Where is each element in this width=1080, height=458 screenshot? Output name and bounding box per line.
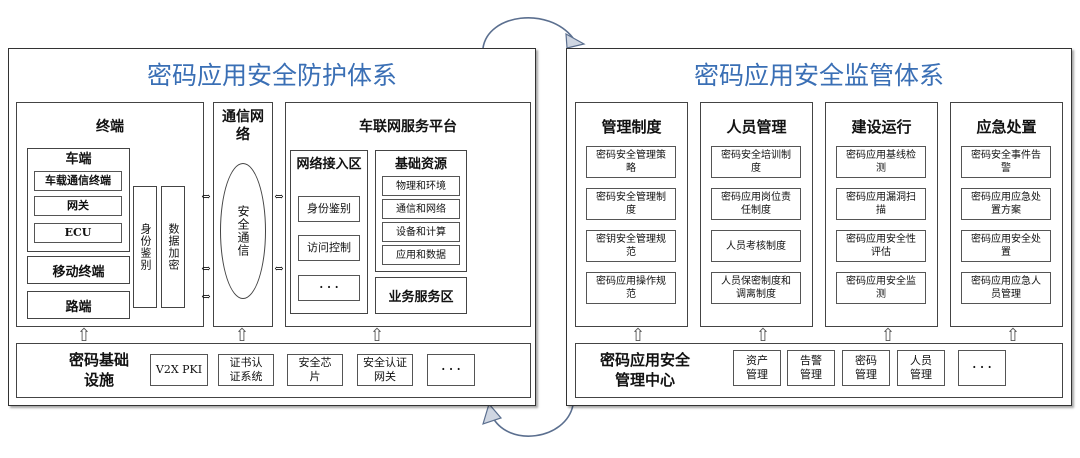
vehicle-item-ecu: ECU [34, 223, 122, 243]
center-item-alarm: 告警管理 [787, 350, 835, 386]
identity-auth-bar [133, 186, 157, 308]
column-label: 管理制度 [601, 117, 662, 136]
resource-item-physical: 物理和环境 [382, 176, 460, 196]
operation-item: 密码应用安全监测 [836, 272, 926, 304]
up-arrow-icon: ⇧ [630, 324, 646, 346]
terminal-label: 终端 [96, 119, 124, 135]
vehicle-item-gateway: 网关 [34, 196, 122, 216]
left-title: 密码应用安全防护体系 [146, 61, 397, 90]
access-zone-label: 网络接入区 [296, 156, 362, 172]
access-item-access-control: 访问控制 [298, 235, 360, 261]
platform-label: 车联网服务平台 [359, 119, 457, 135]
secure-comm-label: 安全通信 [236, 205, 250, 257]
center-item-crypto: 密码管理 [842, 350, 890, 386]
identity-auth-label: 身份鉴别 [139, 223, 152, 271]
access-item-more: · · · [298, 275, 360, 301]
policy-item: 密码安全管理制度 [586, 188, 676, 220]
road-terminal-box [27, 291, 130, 319]
vehicle-label: 车端 [65, 151, 92, 167]
road-terminal-label: 路端 [65, 299, 92, 315]
policy-item: 密码应用操作规范 [586, 272, 676, 304]
double-arrow-icon: ⇔ [201, 189, 211, 203]
infra-item-cert-system: 证书认证系统 [218, 354, 274, 386]
column-label: 应急处置 [976, 117, 1037, 136]
up-arrow-icon: ⇧ [76, 324, 92, 346]
personnel-item: 密码应用岗位责任制度 [711, 188, 801, 220]
emergency-item: 密码应用安全处置 [961, 230, 1051, 262]
resource-item-compute: 设备和计算 [382, 222, 460, 242]
up-arrow-icon: ⇧ [880, 324, 896, 346]
business-zone-box [375, 277, 467, 314]
data-encryption-label: 数据加密 [167, 223, 180, 271]
infra-label: 密码基础设施 [68, 351, 129, 389]
personnel-item: 密码安全培训制度 [711, 146, 801, 178]
mobile-terminal-box [27, 256, 130, 284]
double-arrow-icon: ⇔ [274, 189, 284, 203]
comm-network-label: 通信网络 [222, 109, 264, 143]
base-resources-label: 基础资源 [394, 156, 447, 172]
infra-item-v2x-pki: V2X PKI [150, 354, 208, 386]
business-zone-label: 业务服务区 [388, 290, 454, 305]
up-arrow-icon: ⇧ [234, 324, 250, 346]
center-item-more: · · · [958, 350, 1006, 386]
center-item-personnel: 人员管理 [897, 350, 945, 386]
resource-item-network: 通信和网络 [382, 199, 460, 219]
column-label: 建设运行 [851, 117, 912, 136]
double-arrow-icon: ⇔ [201, 289, 211, 303]
infra-item-auth-gateway: 安全认证网关 [357, 354, 413, 386]
vehicle-item-onboard-terminal: 车载通信终端 [34, 171, 122, 191]
center-item-asset: 资产管理 [733, 350, 781, 386]
emergency-item: 密码应用应急人员管理 [961, 272, 1051, 304]
up-arrow-icon: ⇧ [755, 324, 771, 346]
policy-item: 密钥安全管理规范 [586, 230, 676, 262]
infra-item-more: · · · [427, 354, 475, 386]
up-arrow-icon: ⇧ [369, 324, 385, 346]
policy-item: 密码安全管理策略 [586, 146, 676, 178]
right-title: 密码应用安全监管体系 [693, 61, 944, 90]
double-arrow-icon: ⇔ [274, 261, 284, 275]
infra-item-security-chip: 安全芯片 [287, 354, 343, 386]
resource-item-app-data: 应用和数据 [382, 245, 460, 265]
access-item-identity: 身份鉴别 [298, 196, 360, 222]
operation-item: 密码应用安全性评估 [836, 230, 926, 262]
personnel-item: 人员考核制度 [711, 230, 801, 262]
column-label: 人员管理 [726, 117, 787, 136]
double-arrow-icon: ⇔ [201, 261, 211, 275]
secure-comm-ellipse [220, 163, 266, 299]
data-encryption-bar [161, 186, 185, 308]
operation-item: 密码应用基线检测 [836, 146, 926, 178]
personnel-item: 人员保密制度和调离制度 [711, 272, 801, 304]
management-center-label: 密码应用安全管理中心 [599, 351, 690, 389]
emergency-item: 密码安全事件告警 [961, 146, 1051, 178]
up-arrow-icon: ⇧ [1005, 324, 1021, 346]
emergency-item: 密码应用应急处置方案 [961, 188, 1051, 220]
mobile-terminal-label: 移动终端 [52, 264, 105, 280]
operation-item: 密码应用漏洞扫描 [836, 188, 926, 220]
